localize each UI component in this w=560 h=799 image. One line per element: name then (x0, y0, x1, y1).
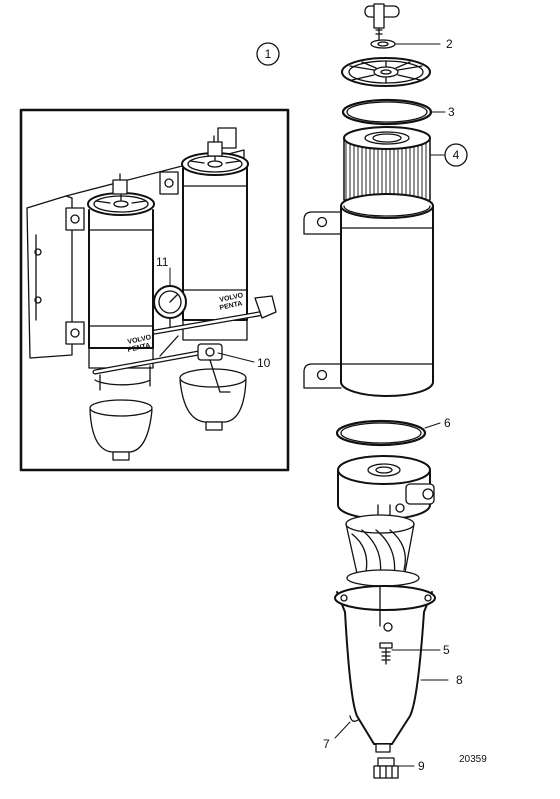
svg-text:PENTA: PENTA (219, 300, 243, 312)
leader-lines (169, 43, 449, 767)
pressure-gauge (153, 285, 187, 329)
right-filter-unit (179, 135, 249, 431)
o-ring-top (341, 98, 433, 126)
callout-8: 8 (456, 673, 463, 687)
left-filter-unit (87, 173, 155, 461)
svg-text:PENTA: PENTA (127, 342, 151, 354)
callout-1: 1 (265, 47, 272, 61)
callout-circle-4 (444, 143, 468, 167)
callout-3: 3 (448, 105, 455, 119)
callout-4: 4 (453, 148, 460, 162)
o-ring-bottom (335, 419, 427, 447)
callout-11: 11 (156, 255, 169, 269)
seal-washer (370, 39, 396, 49)
inset-frame (19, 108, 290, 472)
callout-5: 5 (443, 643, 450, 657)
reference-number: 20359 (459, 754, 487, 765)
water-separator (345, 514, 420, 587)
mounting-plate (26, 127, 245, 359)
callout-6: 6 (444, 416, 451, 430)
filter-element (343, 126, 431, 201)
bowl-screw (379, 642, 393, 665)
callout-9: 9 (418, 759, 425, 773)
filter-bracket-head (337, 455, 435, 527)
top-cover (341, 57, 431, 87)
bleed-screw (364, 3, 400, 41)
brand-lettering: VOLVO PENTA VOLVO PENTA (127, 292, 244, 354)
callout-circle-1 (256, 42, 280, 66)
callout-2: 2 (446, 37, 453, 51)
svg-text:VOLVO: VOLVO (219, 292, 244, 304)
filter-housing (303, 193, 434, 397)
changeover-valve-piping (92, 295, 277, 393)
callout-10: 10 (257, 356, 271, 370)
drain-plug (373, 757, 399, 779)
callout-7: 7 (323, 737, 330, 751)
filter-bowl (334, 585, 436, 753)
svg-text:VOLVO: VOLVO (127, 334, 152, 346)
